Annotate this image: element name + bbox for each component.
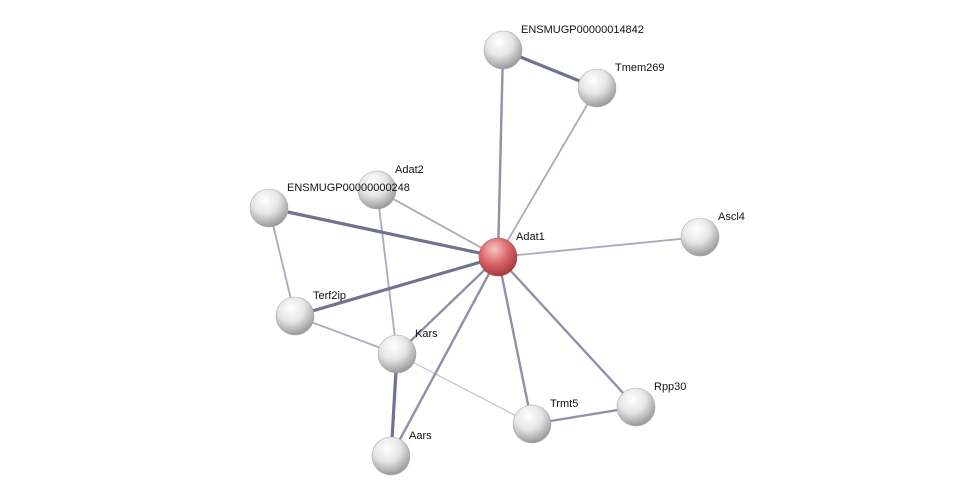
node-label: ENSMUGP00000014842: [521, 24, 644, 36]
edge-ENSMUGP00000014842-Adat1[interactable]: [496, 49, 505, 258]
edge-Aars-Adat1[interactable]: [389, 256, 500, 457]
edge-Adat1-Trmt5[interactable]: [496, 256, 534, 425]
node-Trmt5[interactable]: [512, 404, 552, 444]
edge-Tmem269-Adat1[interactable]: [497, 87, 598, 258]
node-label: Ascl4: [718, 211, 745, 223]
node-Terf2ip[interactable]: [275, 296, 315, 336]
node-label: Aars: [409, 430, 432, 442]
node-label: Adat1: [516, 231, 545, 243]
node-label: Kars: [415, 328, 438, 340]
edge-Adat1-Rpp30[interactable]: [497, 256, 637, 408]
edge-Kars-Trmt5[interactable]: [396, 353, 533, 425]
node-label: Adat2: [395, 164, 424, 176]
node-Tmem269[interactable]: [577, 68, 617, 108]
edge-ENSMUGP00000000248-Adat1[interactable]: [268, 206, 499, 259]
node-Ascl4[interactable]: [680, 217, 720, 257]
node-label: Trmt5: [550, 398, 578, 410]
node-ENSMUGP00000000248[interactable]: [249, 188, 289, 228]
edge-Adat1-Ascl4[interactable]: [497, 236, 701, 258]
node-Aars[interactable]: [371, 436, 411, 476]
node-Rpp30[interactable]: [616, 387, 656, 427]
edge-Adat2-Adat1[interactable]: [376, 189, 499, 258]
node-Adat2[interactable]: [357, 170, 397, 210]
node-label: Rpp30: [654, 381, 686, 393]
edge-Terf2ip-Adat1[interactable]: [294, 255, 499, 318]
node-ENSMUGP00000014842[interactable]: [483, 30, 523, 70]
node-label: ENSMUGP00000000248: [287, 182, 410, 194]
node-Adat1[interactable]: [478, 237, 518, 277]
edge-Kars-Adat1[interactable]: [396, 256, 499, 355]
node-label: Tmem269: [615, 62, 665, 74]
node-label: Terf2ip: [313, 290, 346, 302]
node-Kars[interactable]: [377, 334, 417, 374]
edge-Adat2-Kars[interactable]: [376, 189, 398, 355]
